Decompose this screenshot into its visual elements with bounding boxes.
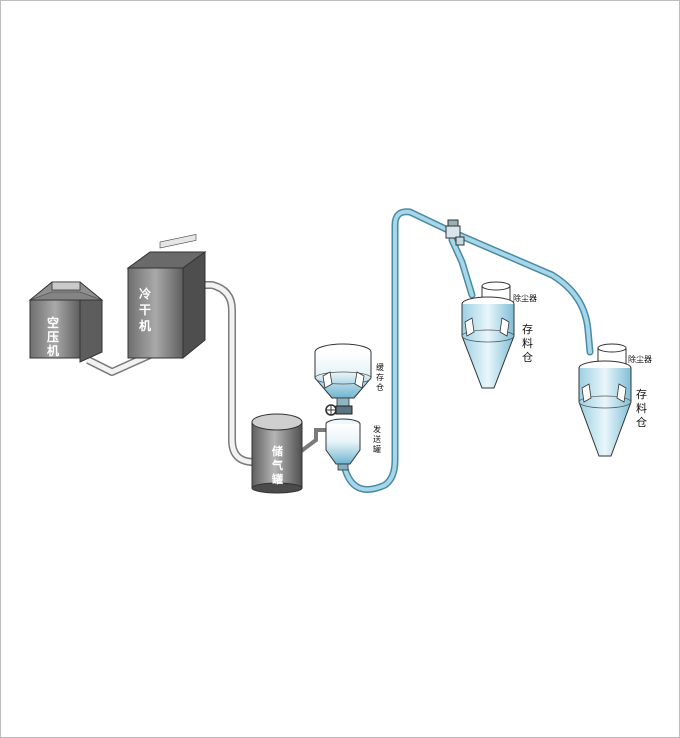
dryer-label-2: 干 xyxy=(139,303,151,317)
buffer-label-2: 存 xyxy=(376,372,384,382)
sender-vessel xyxy=(325,418,361,471)
feed-valve xyxy=(325,404,353,416)
storage-bin-1 xyxy=(461,281,515,389)
tank-label-3: 罐 xyxy=(271,472,283,486)
air-storage-tank: 储 气 罐 xyxy=(251,413,303,494)
dryer-label-3: 机 xyxy=(139,318,151,333)
dust-collector-2-label: 除尘器 xyxy=(628,354,652,364)
refrigerated-dryer: 冷 干 机 xyxy=(126,233,207,360)
storage-bin-2 xyxy=(578,343,632,457)
tank-label-2: 气 xyxy=(271,458,283,472)
tank-label-1: 储 xyxy=(272,444,283,458)
air-pipe-dryer-tank xyxy=(200,281,255,466)
sender-label-1: 发 xyxy=(373,424,381,434)
storage-bin-1-label-2: 料 xyxy=(522,336,533,350)
air-pipe-compressor-dryer xyxy=(86,351,152,376)
dryer-label-1: 冷 xyxy=(139,286,151,301)
diverter-valve xyxy=(445,219,465,246)
compressor-label-1: 空 xyxy=(47,315,59,330)
buffer-label-3: 仓 xyxy=(376,382,384,392)
dust-collector-1-label: 除尘器 xyxy=(513,293,537,303)
air-pipe-tank-sender xyxy=(298,428,330,454)
storage-bin-2-label-2: 料 xyxy=(636,401,647,415)
storage-bin-1-label-1: 存 xyxy=(522,322,533,336)
sender-label-3: 罐 xyxy=(373,444,381,454)
air-compressor: 空 压 机 xyxy=(28,281,104,363)
storage-bin-1-label-3: 仓 xyxy=(522,350,533,364)
conveying-pipe xyxy=(340,208,594,493)
compressor-label-3: 机 xyxy=(47,343,59,358)
storage-bin-2-label-3: 仓 xyxy=(636,415,647,429)
compressor-label-2: 压 xyxy=(47,330,59,344)
buffer-label-1: 缓 xyxy=(376,362,384,372)
buffer-bin xyxy=(314,343,372,407)
storage-bin-2-label-1: 存 xyxy=(636,387,647,401)
sender-label-2: 送 xyxy=(373,434,381,444)
